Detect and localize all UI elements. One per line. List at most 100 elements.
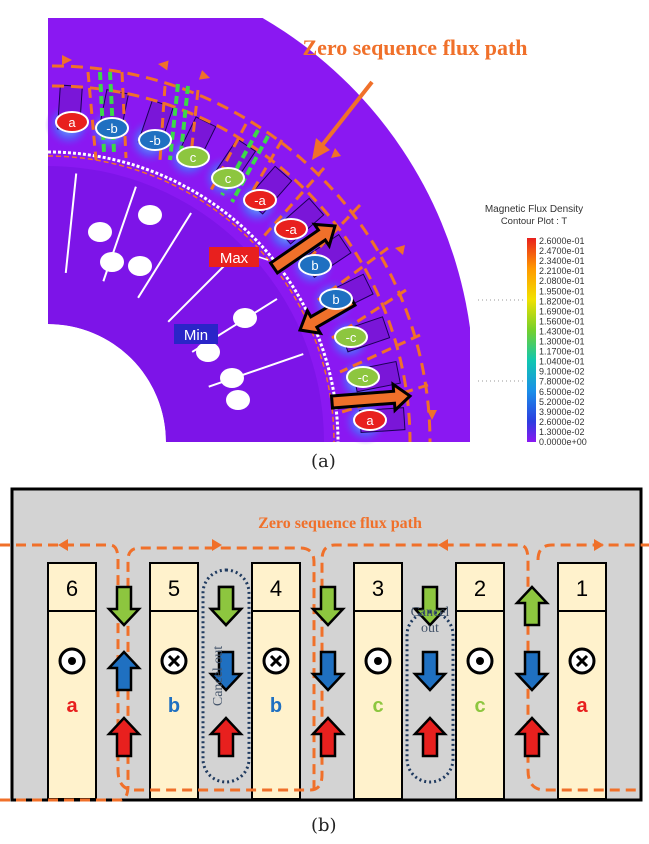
flux-path-inner	[51, 84, 412, 443]
title-pointer-arrow	[318, 80, 374, 150]
cancel-out-label-1: Cancel out	[211, 646, 226, 706]
rotor-hole	[196, 342, 220, 362]
rotor-hole	[100, 252, 124, 272]
slot-number: 3	[372, 576, 384, 601]
flux-down-arrow	[514, 650, 550, 692]
min-marker	[174, 324, 218, 344]
phase-label-ellipse	[211, 167, 245, 189]
phase-label-ellipse	[274, 218, 308, 240]
slot-phase: c	[474, 695, 485, 717]
rotor-barrier	[208, 353, 304, 388]
legend-tick-label: 1.6900e-01	[539, 306, 585, 316]
cancel-out-outline-1	[201, 568, 251, 784]
big-flux-arrow	[329, 381, 413, 414]
flux-down-arrow	[412, 585, 448, 627]
flux-down-arrow	[412, 650, 448, 692]
figure-b-title: Zero sequence flux path	[258, 515, 422, 532]
flux-path-mid	[0, 546, 316, 802]
legend-tick-label: 1.1700e-01	[539, 347, 585, 357]
rotor-barrier	[102, 186, 137, 282]
max-label: Max	[220, 250, 249, 267]
legend-tick-label: 1.3000e-01	[539, 337, 585, 347]
caption-a: (a)	[311, 451, 336, 472]
phase-label-ellipse	[55, 111, 89, 133]
slot-body	[557, 610, 607, 800]
phase-label-ellipse	[176, 146, 210, 168]
phase-label-ellipse	[319, 288, 353, 310]
rotor-hole	[128, 256, 152, 276]
phase-label-ellipse	[346, 366, 380, 388]
flux-down-arrow	[310, 650, 346, 692]
color-legend: Magnetic Flux Density Contour Plot : T 2…	[478, 204, 587, 447]
phase-label-ellipse	[138, 129, 172, 151]
slot-number: 5	[168, 576, 180, 601]
rotor-magnet-group	[64, 173, 304, 410]
slot-number: 4	[270, 576, 282, 601]
legend-tick-label: 1.9500e-01	[539, 286, 585, 296]
flux-up-arrow	[514, 716, 550, 758]
rotor-hole	[88, 222, 112, 242]
legend-tick-label: 7.8000e-02	[539, 377, 585, 387]
legend-tick-label: 2.0800e-01	[539, 276, 585, 286]
figure-a: a-b-bcc-a-abb-c-ca Max Min Zero sequence…	[44, 18, 587, 447]
flux-up-arrow	[106, 650, 142, 692]
phase-label: -b	[106, 121, 118, 136]
flux-up-arrow	[106, 716, 142, 758]
legend-tick-label: 2.6000e-01	[539, 236, 585, 246]
rotor-hole	[226, 390, 250, 410]
slot-body	[353, 610, 403, 800]
legend-tick-label: 2.3400e-01	[539, 256, 585, 266]
slot: 4b	[251, 562, 301, 800]
legend-tick-label: 3.9000e-02	[539, 407, 585, 417]
flux-arrowhead	[594, 539, 604, 551]
cancel-out-label-2b: out	[421, 621, 439, 636]
legend-tick-label: 0.0000e+00	[539, 437, 587, 447]
slot-phase: b	[168, 695, 180, 717]
slot-body	[251, 610, 301, 800]
phase-label: -a	[285, 222, 297, 237]
caption-b: (b)	[311, 815, 337, 836]
legend-tick-label: 9.1000e-02	[539, 367, 585, 377]
figure-a-title: Zero sequence flux path	[302, 35, 527, 60]
slot-phase: c	[372, 695, 383, 717]
air-gap-flux-line	[47, 155, 335, 443]
slot: 3c	[353, 562, 403, 800]
max-pointer	[258, 256, 269, 261]
flux-down-arrow	[310, 585, 346, 627]
flux-arrowhead	[438, 539, 448, 551]
slot-number: 1	[576, 576, 588, 601]
rotor-barrier	[137, 212, 192, 299]
phase-label-ellipse	[353, 409, 387, 431]
legend-tick-labels: 2.6000e-012.4700e-012.3400e-012.2100e-01…	[478, 236, 587, 447]
slot-phase: a	[576, 695, 588, 717]
slot: 1a	[557, 562, 607, 800]
slot-phase: a	[66, 695, 78, 717]
legend-tick-label: 1.8200e-01	[539, 296, 585, 306]
legend-tick-label: 2.6000e-02	[539, 417, 585, 427]
phase-label: c	[225, 171, 232, 186]
title-pointer-head	[312, 138, 330, 160]
phase-label-ellipse	[298, 254, 332, 276]
phase-label-ellipse	[334, 326, 368, 348]
phase-label-ellipse	[95, 117, 129, 139]
phase-label: -c	[346, 330, 357, 345]
big-flux-arrow	[268, 222, 337, 276]
legend-tick-label: 1.3000e-02	[539, 427, 585, 437]
slot-body	[455, 610, 505, 800]
legend-subtitle: Contour Plot : T	[501, 216, 568, 227]
min-label: Min	[184, 327, 208, 344]
flux-arrow-group	[106, 585, 550, 758]
legend-tick-label: 2.4700e-01	[539, 246, 585, 256]
slot: 5b	[149, 562, 199, 800]
slot: 2c	[455, 562, 505, 800]
phase-label-ellipse	[243, 189, 277, 211]
max-marker	[209, 247, 259, 267]
rotor-barrier	[64, 173, 78, 274]
flux-path-right	[536, 543, 649, 561]
flux-up-arrow	[310, 716, 346, 758]
phase-label: c	[190, 150, 197, 165]
slot-phase: b	[270, 695, 282, 717]
